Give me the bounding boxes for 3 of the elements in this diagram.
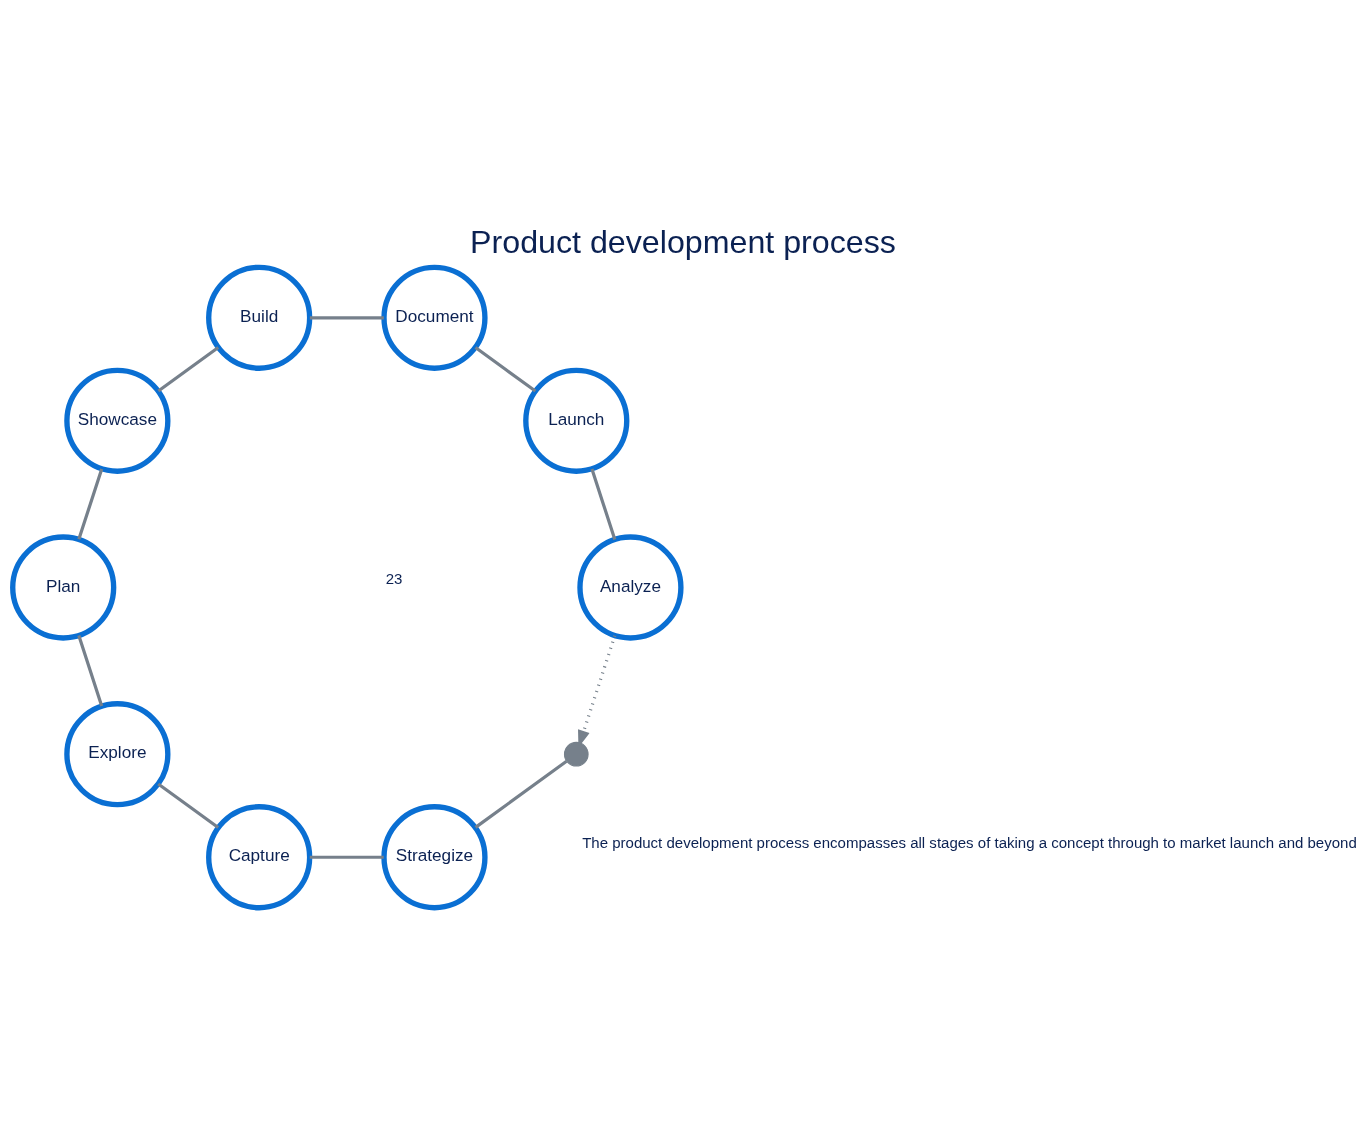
label: 23 (385, 569, 403, 587)
label: The product development process encompasses all stages of taking a concept through to market launch and beyond (582, 833, 1357, 851)
diagram-title: Product development process (470, 223, 896, 260)
